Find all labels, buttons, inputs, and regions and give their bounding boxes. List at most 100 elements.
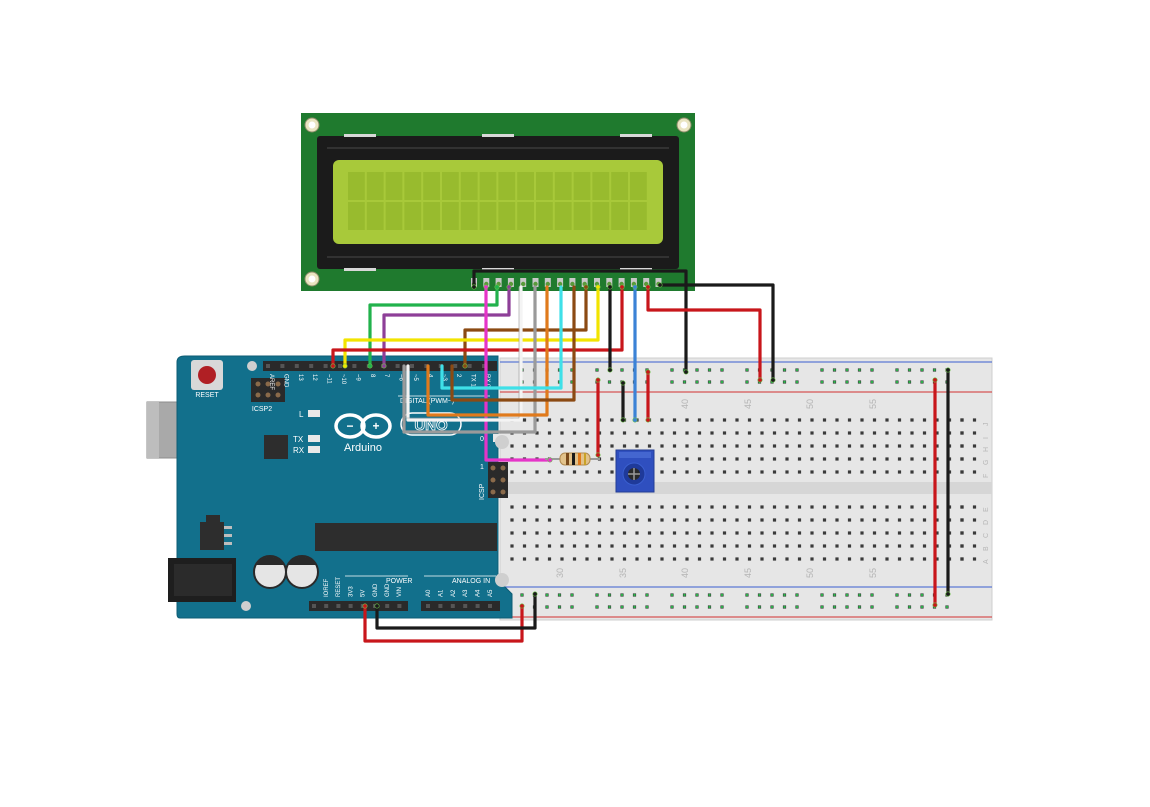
analog-pin[interactable]	[438, 604, 443, 608]
breadboard-hole[interactable]	[722, 544, 727, 548]
digital-pin[interactable]	[266, 364, 270, 368]
breadboard-hole[interactable]	[597, 531, 602, 535]
breadboard-hole[interactable]	[810, 531, 814, 535]
breadboard-hole[interactable]	[585, 557, 589, 561]
breadboard-hole[interactable]	[622, 505, 627, 509]
breadboard-hole[interactable]	[635, 557, 639, 561]
breadboard-hole[interactable]	[735, 457, 739, 461]
breadboard-hole[interactable]	[847, 531, 852, 535]
breadboard-hole[interactable]	[672, 418, 677, 422]
breadboard-hole[interactable]	[972, 418, 977, 422]
breadboard-hole[interactable]	[772, 505, 777, 509]
breadboard-hole[interactable]	[597, 518, 602, 522]
breadboard-hole[interactable]	[797, 505, 802, 509]
breadboard-hole[interactable]	[660, 557, 664, 561]
breadboard-hole[interactable]	[697, 518, 702, 522]
breadboard-hole[interactable]	[697, 557, 702, 561]
breadboard-hole[interactable]	[535, 518, 539, 522]
breadboard-hole[interactable]	[597, 544, 602, 548]
breadboard-hole[interactable]	[960, 531, 964, 535]
breadboard-hole[interactable]	[960, 505, 964, 509]
breadboard-hole[interactable]	[772, 418, 777, 422]
power-pin[interactable]	[385, 604, 390, 608]
breadboard-hole[interactable]	[910, 431, 914, 435]
breadboard-hole[interactable]	[810, 457, 814, 461]
breadboard-hole[interactable]	[510, 444, 514, 448]
analog-pin[interactable]	[488, 604, 492, 608]
breadboard-hole[interactable]	[885, 531, 889, 535]
breadboard-hole[interactable]	[772, 470, 777, 474]
breadboard-hole[interactable]	[822, 457, 827, 461]
breadboard-hole[interactable]	[710, 470, 714, 474]
breadboard-hole[interactable]	[535, 531, 539, 535]
breadboard-hole[interactable]	[510, 518, 514, 522]
breadboard-hole[interactable]	[935, 418, 939, 422]
breadboard-hole[interactable]	[522, 418, 527, 422]
breadboard-hole[interactable]	[710, 518, 714, 522]
breadboard-hole[interactable]	[747, 444, 752, 448]
breadboard-hole[interactable]	[835, 444, 839, 448]
breadboard-hole[interactable]	[522, 544, 527, 548]
breadboard-hole[interactable]	[922, 457, 927, 461]
breadboard-hole[interactable]	[572, 557, 577, 561]
breadboard-hole[interactable]	[897, 444, 902, 448]
breadboard-hole[interactable]	[597, 557, 602, 561]
breadboard-hole[interactable]	[972, 457, 977, 461]
breadboard-hole[interactable]	[935, 557, 939, 561]
breadboard-hole[interactable]	[535, 470, 539, 474]
breadboard-hole[interactable]	[822, 470, 827, 474]
breadboard-hole[interactable]	[697, 505, 702, 509]
breadboard-hole[interactable]	[822, 557, 827, 561]
breadboard-hole[interactable]	[685, 557, 689, 561]
breadboard-hole[interactable]	[522, 470, 527, 474]
breadboard-hole[interactable]	[760, 457, 764, 461]
breadboard-hole[interactable]	[835, 431, 839, 435]
breadboard-hole[interactable]	[972, 518, 977, 522]
breadboard-hole[interactable]	[910, 505, 914, 509]
breadboard-hole[interactable]	[647, 431, 652, 435]
breadboard-hole[interactable]	[860, 557, 864, 561]
analog-pin[interactable]	[475, 604, 480, 608]
breadboard-hole[interactable]	[760, 444, 764, 448]
breadboard-hole[interactable]	[885, 518, 889, 522]
breadboard-hole[interactable]	[910, 444, 914, 448]
breadboard-hole[interactable]	[572, 531, 577, 535]
breadboard-hole[interactable]	[672, 518, 677, 522]
breadboard-hole[interactable]	[797, 557, 802, 561]
breadboard-hole[interactable]	[885, 470, 889, 474]
breadboard-hole[interactable]	[710, 457, 714, 461]
digital-pin[interactable]	[294, 364, 299, 368]
breadboard-hole[interactable]	[860, 444, 864, 448]
breadboard-hole[interactable]	[622, 531, 627, 535]
breadboard-hole[interactable]	[697, 418, 702, 422]
breadboard-hole[interactable]	[685, 470, 689, 474]
breadboard-hole[interactable]	[872, 557, 877, 561]
breadboard-hole[interactable]	[585, 444, 589, 448]
breadboard-hole[interactable]	[560, 557, 564, 561]
breadboard-hole[interactable]	[885, 505, 889, 509]
breadboard-hole[interactable]	[810, 544, 814, 548]
breadboard-hole[interactable]	[572, 470, 577, 474]
breadboard-hole[interactable]	[922, 531, 927, 535]
breadboard-hole[interactable]	[610, 518, 614, 522]
breadboard-hole[interactable]	[960, 457, 964, 461]
breadboard-hole[interactable]	[772, 444, 777, 448]
breadboard-hole[interactable]	[872, 418, 877, 422]
breadboard-hole[interactable]	[710, 431, 714, 435]
breadboard-hole[interactable]	[885, 457, 889, 461]
breadboard-hole[interactable]	[747, 431, 752, 435]
breadboard-hole[interactable]	[710, 531, 714, 535]
breadboard-hole[interactable]	[522, 505, 527, 509]
breadboard-hole[interactable]	[572, 518, 577, 522]
breadboard-hole[interactable]	[972, 505, 977, 509]
breadboard-hole[interactable]	[610, 431, 614, 435]
breadboard-hole[interactable]	[785, 544, 789, 548]
breadboard-hole[interactable]	[885, 431, 889, 435]
breadboard-hole[interactable]	[785, 531, 789, 535]
breadboard-hole[interactable]	[685, 518, 689, 522]
breadboard-hole[interactable]	[822, 418, 827, 422]
breadboard-hole[interactable]	[960, 418, 964, 422]
breadboard-hole[interactable]	[672, 531, 677, 535]
breadboard-hole[interactable]	[535, 418, 539, 422]
analog-pin[interactable]	[426, 604, 430, 608]
